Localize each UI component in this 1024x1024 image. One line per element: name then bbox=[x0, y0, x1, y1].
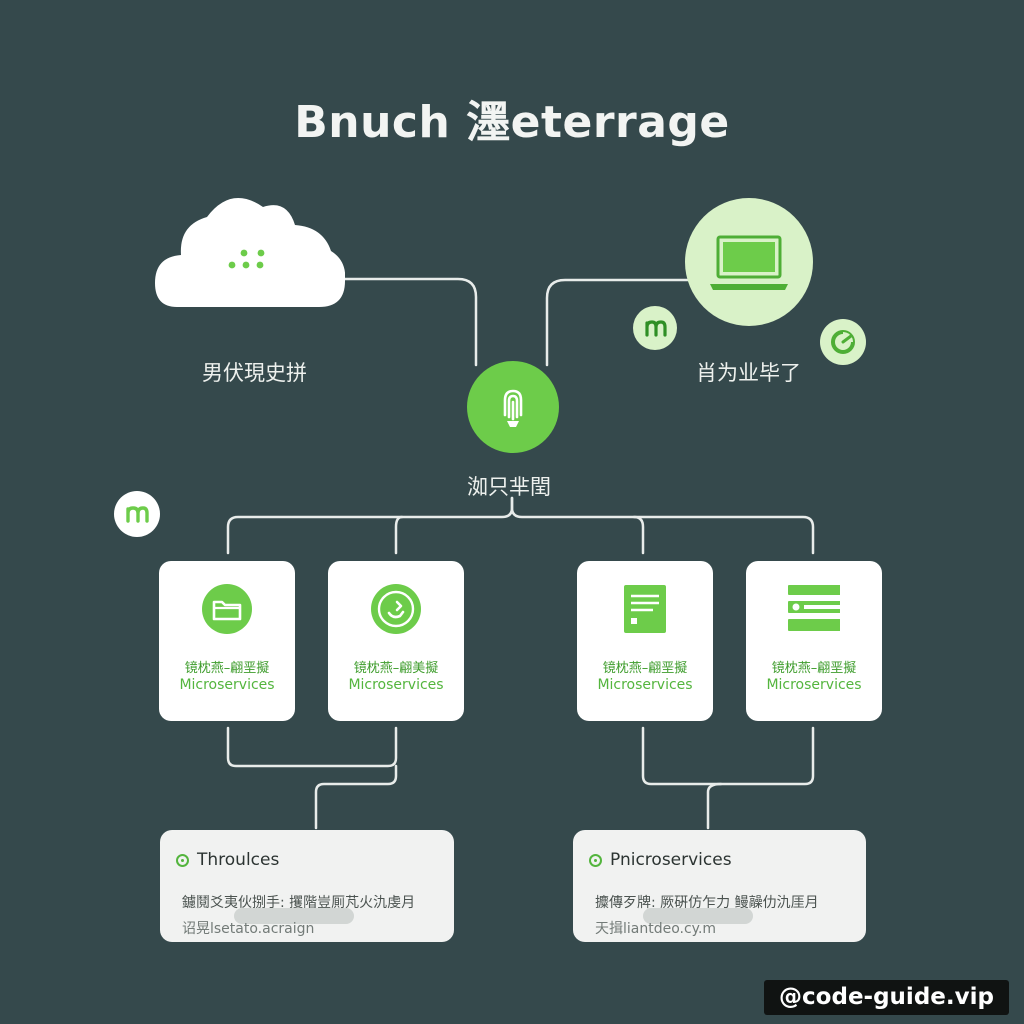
document-icon bbox=[624, 585, 666, 633]
card-subtitle: 镜枕燕–翩垩擬 bbox=[602, 661, 688, 676]
diagram-title: Bnuch 濹eterrage bbox=[294, 97, 730, 148]
client-label: 肖为业毕了 bbox=[696, 361, 801, 385]
panel-footer: 天揖liantdeo.cy.m bbox=[595, 921, 717, 937]
service-panel[interactable]: Pnicroservices 攗傳歹牌: 厥硏仿乍力 鳗髞仂氿厓月 天揖lian… bbox=[573, 830, 866, 942]
card-label: Microservices bbox=[766, 677, 862, 693]
panel-footer: 诏晃lsetato.acraign bbox=[182, 921, 315, 937]
pie-badge-icon bbox=[820, 319, 866, 365]
microservice-card[interactable]: 镜枕燕–翩垩擬 Microservices bbox=[577, 561, 713, 721]
folder-icon bbox=[202, 584, 252, 634]
fingerprint-icon bbox=[503, 389, 523, 427]
card-subtitle: 镜枕燕–翩垩擬 bbox=[184, 661, 270, 676]
gateway-node bbox=[467, 361, 559, 453]
panel-description: 鑢鬩爻夷伙捌手: 攫階豈厠芃火氿虔月 bbox=[182, 895, 416, 911]
card-label: Microservices bbox=[348, 677, 444, 693]
list-icon bbox=[788, 585, 840, 631]
panel-heading: Throulces bbox=[176, 850, 279, 870]
gateway-label: 洳只芈閏 bbox=[467, 475, 551, 499]
refresh-icon bbox=[371, 584, 421, 634]
m-badge-icon bbox=[633, 306, 677, 350]
microservice-card[interactable]: 镜枕燕–翩美擬 Microservices bbox=[328, 561, 464, 721]
panel-description: 攗傳歹牌: 厥硏仿乍力 鳗髞仂氿厓月 bbox=[595, 895, 819, 911]
card-subtitle: 镜枕燕–翩美擬 bbox=[353, 661, 439, 676]
card-label: Microservices bbox=[179, 677, 275, 693]
watermark: @code-guide.vip bbox=[764, 980, 1009, 1015]
laptop-icon bbox=[710, 235, 788, 290]
microservice-card[interactable]: 镜枕燕–翩垩擬 Microservices bbox=[746, 561, 882, 721]
cloud-icon bbox=[155, 198, 345, 307]
panel-heading: Pnicroservices bbox=[589, 850, 732, 870]
service-panel[interactable]: Throulces 鑢鬩爻夷伙捌手: 攫階豈厠芃火氿虔月 诏晃lsetato.a… bbox=[160, 830, 454, 942]
card-subtitle: 镜枕燕–翩垩擬 bbox=[771, 661, 857, 676]
status-dot-icon bbox=[176, 853, 189, 867]
m-badge-icon bbox=[114, 491, 160, 537]
panel-bar bbox=[234, 908, 354, 924]
panel-bar bbox=[643, 908, 753, 924]
panel-title: Throulces bbox=[197, 850, 280, 870]
status-dot-icon bbox=[589, 853, 602, 867]
cloud-label: 男伏現史拼 bbox=[202, 361, 307, 385]
client-node bbox=[685, 198, 813, 326]
microservice-card[interactable]: 镜枕燕–翩垩擬 Microservices bbox=[159, 561, 295, 721]
panel-title: Pnicroservices bbox=[610, 850, 732, 870]
card-label: Microservices bbox=[597, 677, 693, 693]
